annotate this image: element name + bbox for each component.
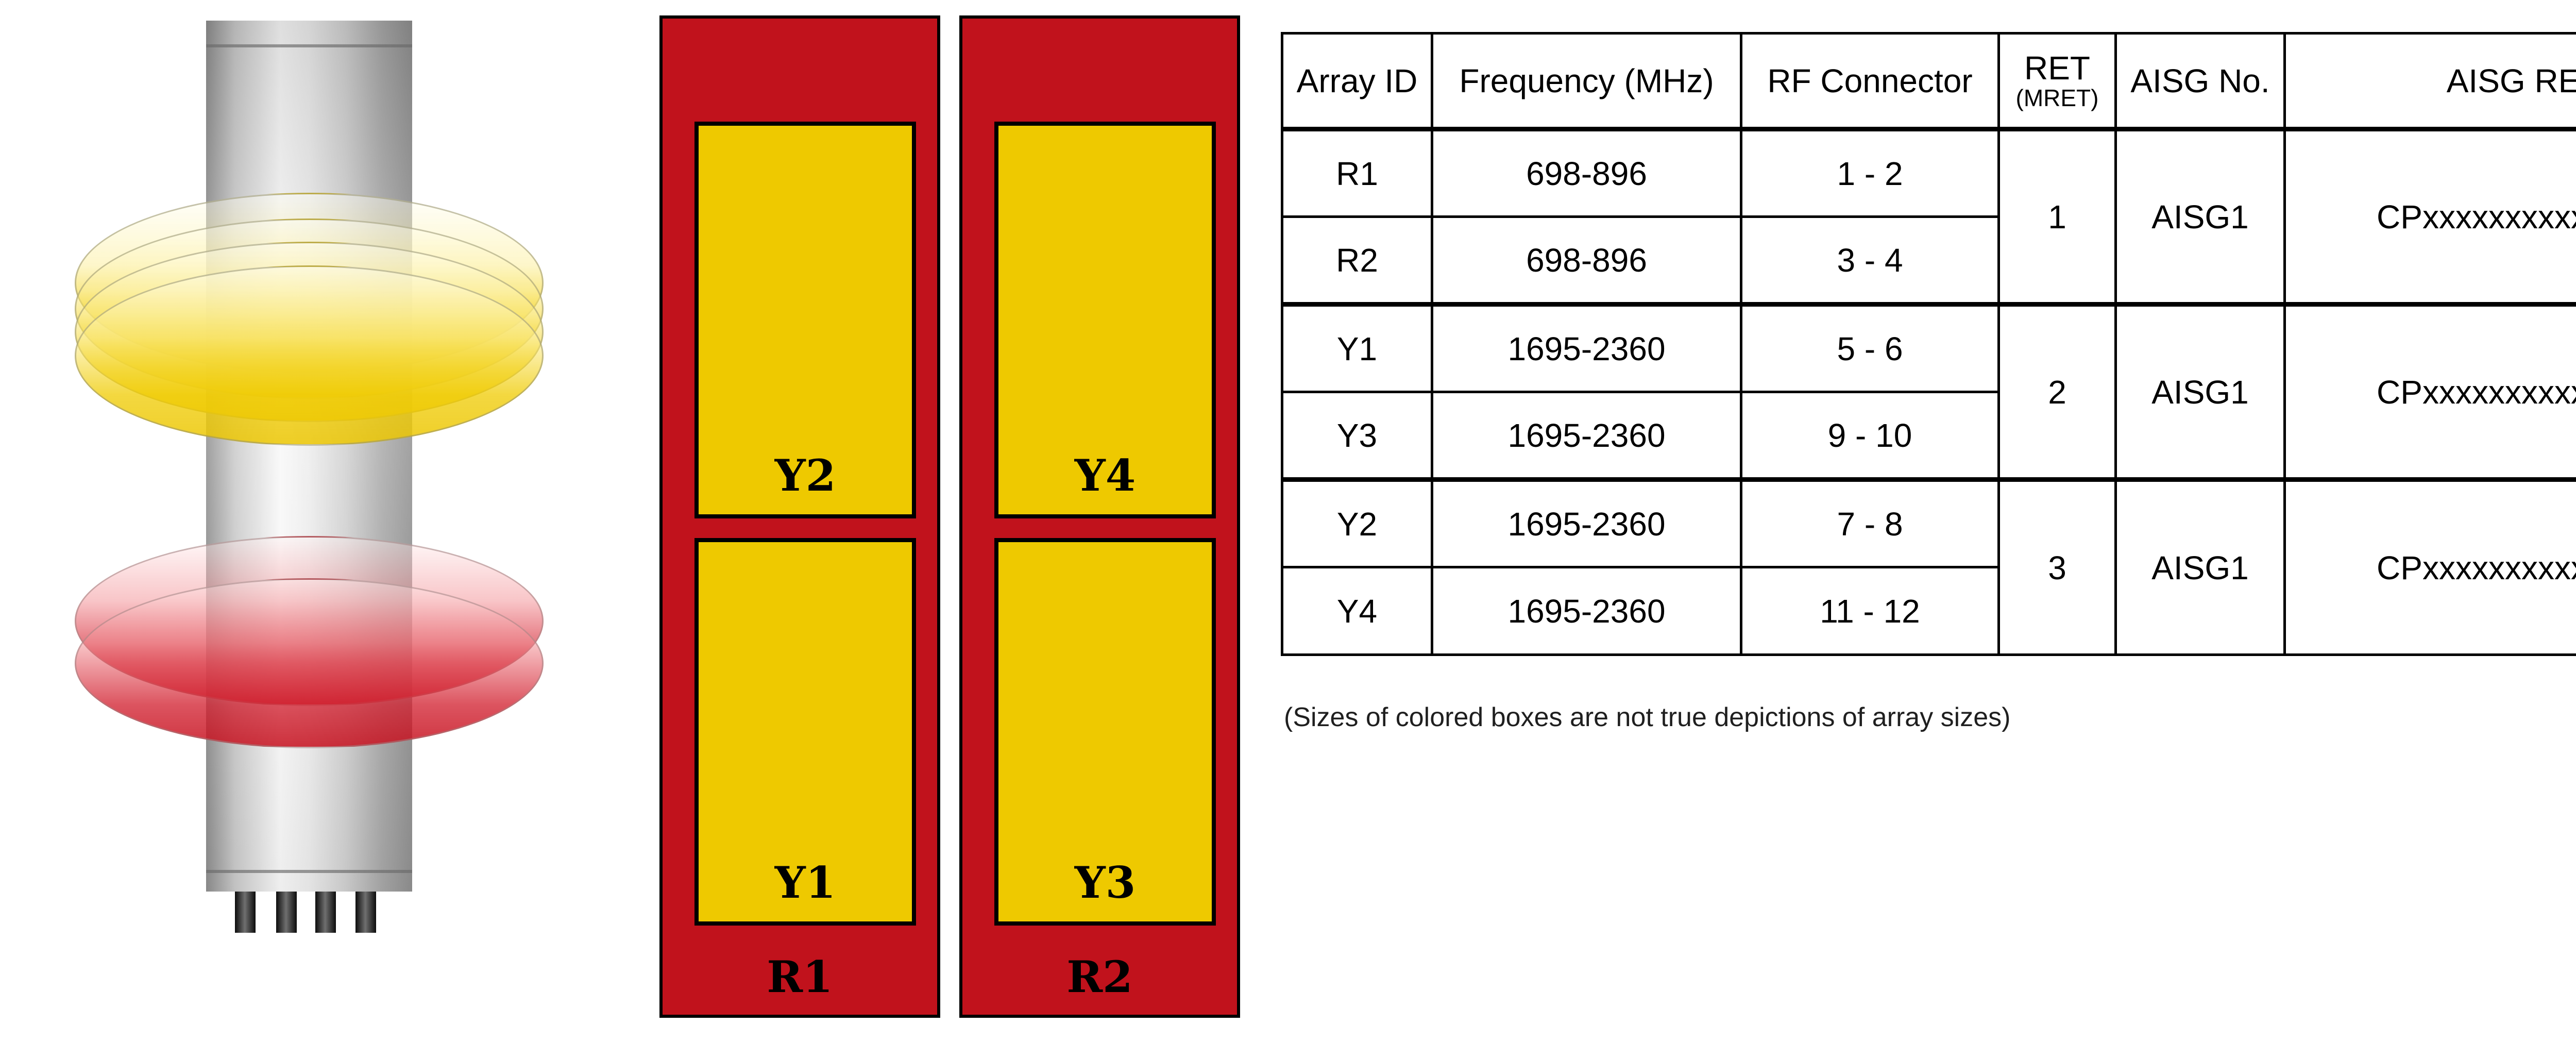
rf-connector-cell: 9 - 10 bbox=[1740, 391, 2000, 481]
cylinder-top-seam bbox=[206, 44, 412, 47]
frequency-cell: 1695-2360 bbox=[1431, 477, 1742, 568]
red-beam-disk bbox=[75, 578, 544, 748]
table-row-y2: Y2 1695-2360 7 - 8 3 AISG1 CPxxxxxxxxxxx… bbox=[1281, 477, 2576, 656]
array-id-cell: R1 bbox=[1281, 128, 1433, 218]
panel-label: R2 bbox=[1066, 951, 1133, 1002]
array-box-y4: Y4 bbox=[994, 122, 1216, 518]
antenna-illustration bbox=[0, 0, 644, 1041]
array-spec-table: Array ID Frequency (MHz) RF Connector RE… bbox=[1281, 32, 2576, 656]
array-box-y1: Y1 bbox=[694, 538, 916, 926]
header-array-id: Array ID bbox=[1281, 32, 1433, 131]
array-box-y2: Y2 bbox=[694, 122, 916, 518]
aisg-no-cell: AISG1 bbox=[2114, 477, 2286, 656]
frequency-cell: 698-896 bbox=[1431, 215, 1742, 306]
panel-label: R1 bbox=[767, 951, 833, 1002]
connector-pin bbox=[235, 892, 256, 933]
array-box-y3: Y3 bbox=[994, 538, 1216, 926]
connector-pin bbox=[276, 892, 297, 933]
array-id-cell: Y3 bbox=[1281, 391, 1433, 481]
table-row-y4: Y4 1695-2360 11 - 12 bbox=[1281, 566, 2576, 656]
rf-connector-cell: 5 - 6 bbox=[1740, 302, 2000, 393]
table-header-row: Array ID Frequency (MHz) RF Connector RE… bbox=[1281, 32, 2576, 131]
aisg-no-cell: AISG1 bbox=[2114, 128, 2286, 306]
header-aisg-no: AISG No. bbox=[2114, 32, 2286, 131]
array-id-cell: R2 bbox=[1281, 215, 1433, 306]
array-label: Y3 bbox=[1074, 857, 1136, 908]
aisg-ret-uid-cell: CPxxxxxxxxxxxxxxMM.1 bbox=[2283, 128, 2576, 306]
array-id-cell: Y2 bbox=[1281, 477, 1433, 568]
header-ret-main: RET bbox=[2024, 49, 2090, 87]
frequency-cell: 698-896 bbox=[1431, 128, 1742, 218]
header-rf-connector: RF Connector bbox=[1740, 32, 2000, 131]
footnote: (Sizes of colored boxes are not true dep… bbox=[1284, 702, 2011, 732]
aisg-ret-uid-cell: CPxxxxxxxxxxxxxxMM.2 bbox=[2283, 302, 2576, 481]
ret-cell: 2 bbox=[1997, 302, 2117, 481]
connector-pin bbox=[315, 892, 336, 933]
array-id-cell: Y4 bbox=[1281, 566, 1433, 656]
frequency-cell: 1695-2360 bbox=[1431, 391, 1742, 481]
frequency-cell: 1695-2360 bbox=[1431, 566, 1742, 656]
array-panel-r2: Y4 Y3 R2 bbox=[959, 15, 1240, 1018]
array-label: Y2 bbox=[774, 450, 836, 501]
header-ret: RET (MRET) bbox=[1997, 32, 2117, 131]
table-row-y1: Y1 1695-2360 5 - 6 2 AISG1 CPxxxxxxxxxxx… bbox=[1281, 302, 2576, 481]
header-ret-sub: (MRET) bbox=[2015, 84, 2099, 111]
rf-connector-cell: 3 - 4 bbox=[1740, 215, 2000, 306]
rf-connector-cell: 7 - 8 bbox=[1740, 477, 2000, 568]
array-label: Y4 bbox=[1074, 450, 1136, 501]
header-frequency: Frequency (MHz) bbox=[1431, 32, 1742, 131]
aisg-ret-uid-cell: CPxxxxxxxxxxxxxxMM.3 bbox=[2283, 477, 2576, 656]
yellow-beam-disk bbox=[75, 265, 544, 446]
ret-cell: 3 bbox=[1997, 477, 2117, 656]
antenna-cylinder bbox=[206, 21, 412, 892]
aisg-no-cell: AISG1 bbox=[2114, 302, 2286, 481]
header-aisg-ret-uid: AISG RET UID bbox=[2283, 32, 2576, 131]
array-id-cell: Y1 bbox=[1281, 302, 1433, 393]
array-panel-r1: Y2 Y1 R1 bbox=[659, 15, 940, 1018]
cylinder-bottom-seam bbox=[206, 870, 412, 873]
table-row-r2: R2 698-896 3 - 4 bbox=[1281, 215, 2576, 306]
ret-cell: 1 bbox=[1997, 128, 2117, 306]
array-label: Y1 bbox=[774, 857, 836, 908]
frequency-cell: 1695-2360 bbox=[1431, 302, 1742, 393]
table-row-y3: Y3 1695-2360 9 - 10 bbox=[1281, 391, 2576, 481]
rf-connector-cell: 11 - 12 bbox=[1740, 566, 2000, 656]
table-row-r1: R1 698-896 1 - 2 1 AISG1 CPxxxxxxxxxxxxx… bbox=[1281, 128, 2576, 306]
rf-connector-cell: 1 - 2 bbox=[1740, 128, 2000, 218]
connector-pin bbox=[355, 892, 376, 933]
